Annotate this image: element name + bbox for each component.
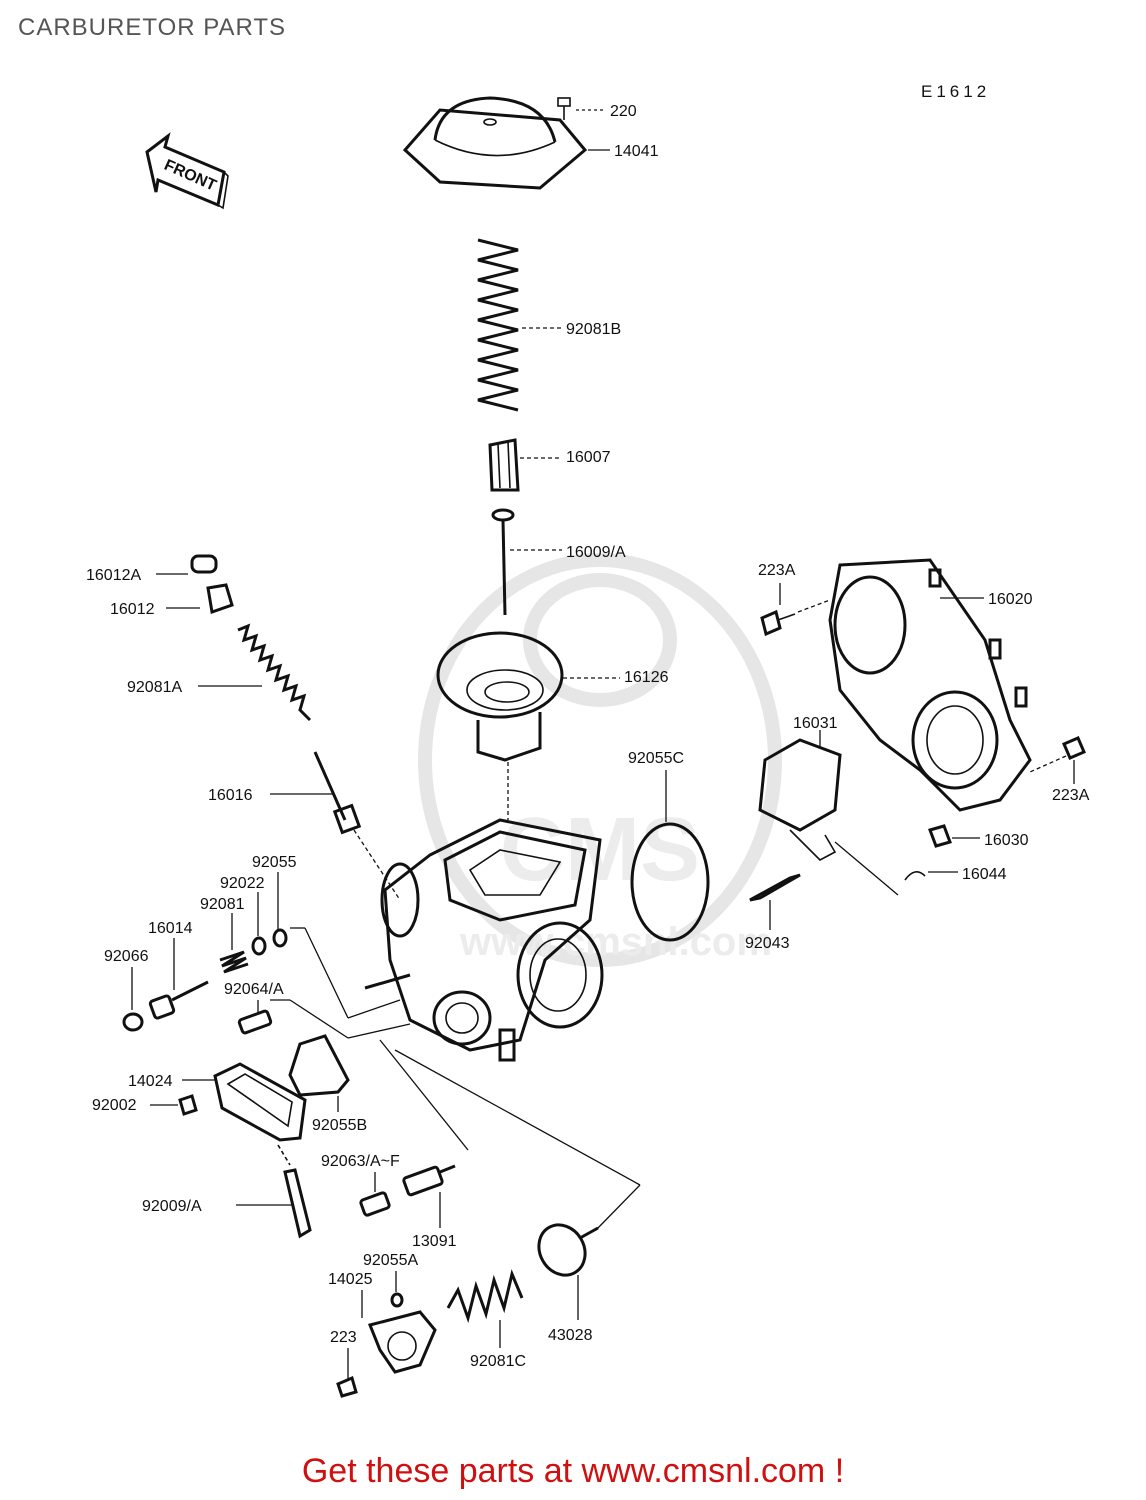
label-92081C: 92081C — [470, 1353, 526, 1370]
part-92064A-jet — [237, 1009, 273, 1035]
part-16012A-cap — [190, 554, 218, 574]
part-14024-cover — [213, 1062, 307, 1142]
part-92081B-spring — [477, 238, 519, 412]
part-16009A-jet-needle — [491, 508, 515, 616]
label-220: 220 — [610, 103, 637, 120]
label-92066: 92066 — [104, 948, 149, 965]
label-92055B: 92055B — [312, 1117, 367, 1134]
label-16020: 16020 — [988, 591, 1033, 608]
part-16007-needle-holder — [488, 438, 520, 492]
label-92081: 92081 — [200, 896, 245, 913]
part-16030-valve — [928, 824, 952, 848]
label-92002: 92002 — [92, 1097, 137, 1114]
label-16030: 16030 — [984, 832, 1029, 849]
part-92066-plug — [122, 1012, 144, 1032]
label-16016: 16016 — [208, 787, 253, 804]
label-13091: 13091 — [412, 1233, 457, 1250]
part-16126-diaphragm — [436, 631, 564, 762]
part-16012-screw — [206, 583, 234, 615]
part-92055C-o-ring — [630, 822, 710, 942]
label-16126: 16126 — [624, 669, 669, 686]
label-223A-top: 223A — [758, 562, 796, 579]
part-92081C-spring — [446, 1269, 524, 1324]
front-arrow-icon: FRONT — [145, 132, 229, 210]
part-92043-rod — [749, 873, 801, 902]
label-92055A: 92055A — [363, 1252, 418, 1269]
page-title: CARBURETOR PARTS — [18, 14, 287, 41]
label-92022: 92022 — [220, 875, 265, 892]
part-14041-top-cap — [402, 96, 588, 190]
watermark-url: www.cmsnl.com — [459, 920, 772, 964]
label-92055: 92055 — [252, 854, 297, 871]
diagram-code: E1612 — [921, 82, 991, 101]
label-16007: 16007 — [566, 449, 611, 466]
label-16012A: 16012A — [86, 567, 141, 584]
part-16031-cover — [758, 738, 842, 861]
label-92081B: 92081B — [566, 321, 621, 338]
part-carburetor-body — [364, 818, 604, 1062]
label-16009A: 16009/A — [566, 544, 626, 561]
part-220-screw — [557, 97, 571, 120]
label-223A-right: 223A — [1052, 787, 1090, 804]
label-223: 223 — [330, 1329, 357, 1346]
part-92009A-needle-valve — [277, 1144, 312, 1239]
part-92081A-spring — [237, 623, 312, 722]
label-16031: 16031 — [793, 715, 838, 732]
label-92009A: 92009/A — [142, 1198, 202, 1215]
part-92055A-o-ring — [390, 1292, 404, 1308]
part-16020-housing — [828, 558, 1032, 812]
front-label: FRONT — [162, 157, 219, 195]
part-16014-pilot-screw — [148, 980, 209, 1020]
part-43028-diaphragm — [537, 1223, 599, 1277]
part-92063A-F-jet — [359, 1191, 391, 1217]
part-223A-screw-right — [1029, 736, 1086, 773]
label-14041: 14041 — [614, 143, 659, 160]
part-92022-washer — [251, 936, 267, 956]
part-92055B-gasket — [288, 1034, 350, 1097]
part-16016-starter-plunger — [313, 751, 362, 835]
label-16044: 16044 — [962, 866, 1007, 883]
part-92055-o-ring — [272, 928, 288, 948]
label-92081A: 92081A — [127, 679, 182, 696]
label-92064A: 92064/A — [224, 981, 284, 998]
watermark: CMS www.cmsnl.com — [418, 553, 782, 967]
label-14024: 14024 — [128, 1073, 173, 1090]
label-43028: 43028 — [548, 1327, 593, 1344]
label-92043: 92043 — [745, 935, 790, 952]
label-14025: 14025 — [328, 1271, 373, 1288]
part-223A-screw-top — [760, 609, 796, 637]
part-92002-screw — [178, 1094, 198, 1116]
label-16014: 16014 — [148, 920, 193, 937]
cta-link[interactable]: Get these parts at www.cmsnl.com ! — [301, 1452, 845, 1490]
label-92063AF: 92063/A~F — [321, 1153, 400, 1170]
label-16012: 16012 — [110, 601, 155, 618]
part-223-screw — [336, 1375, 358, 1398]
part-14025-cover — [367, 1310, 437, 1374]
label-92055C: 92055C — [628, 750, 684, 767]
part-16044-clip — [904, 871, 926, 881]
part-92081-spring — [219, 950, 249, 974]
part-13091-jet-holder — [402, 1164, 456, 1197]
